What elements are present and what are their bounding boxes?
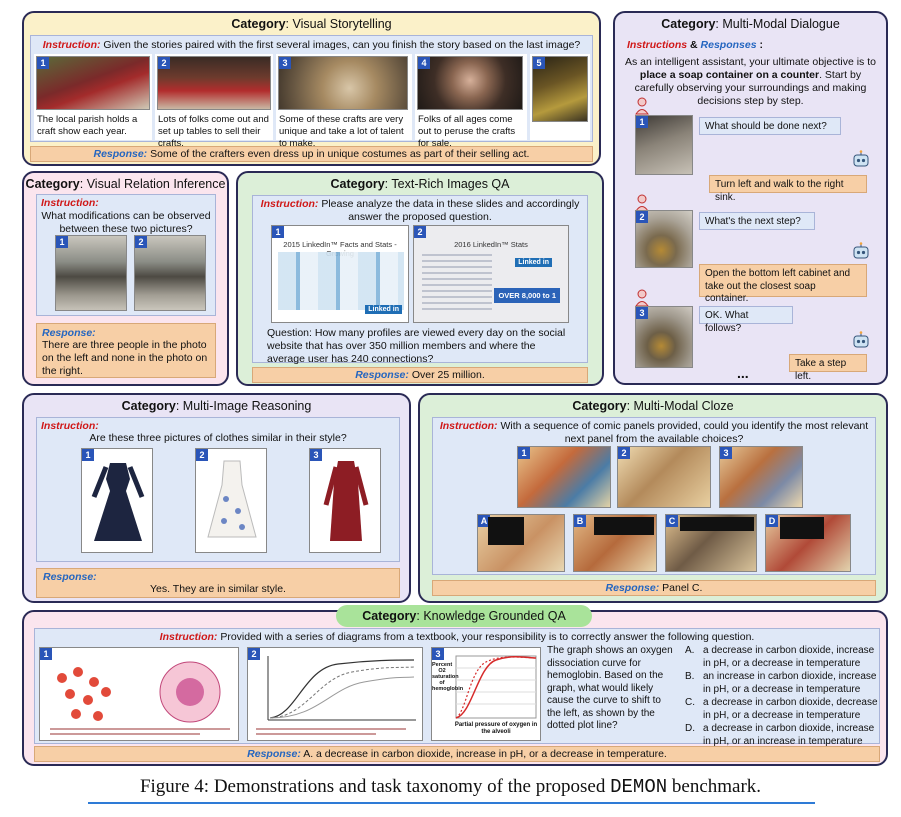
story-caption: Lots of folks come out and set up tables…: [158, 114, 269, 149]
dialogue-image: 2: [635, 210, 693, 268]
response-box: Response: Panel C.: [432, 580, 876, 596]
story-image: 4: [417, 56, 523, 110]
story-card: 3 Some of these crafts are very unique a…: [276, 54, 412, 149]
panel-multi-image-reasoning: Category: Multi-Image Reasoning Instruct…: [22, 393, 411, 603]
story-card: 5: [530, 54, 590, 140]
story-caption: Folks of all ages come out to peruse the…: [418, 114, 516, 149]
relation-image: 2: [134, 235, 206, 311]
panel-title: Category: Visual Storytelling: [231, 17, 392, 31]
story-card: 2 Lots of folks come out and set up tabl…: [155, 54, 273, 149]
clothes-image: 2: [195, 448, 267, 553]
instruction-box: Instruction: Given the stories paired wi…: [30, 35, 593, 149]
instruction-text: Are these three pictures of clothes simi…: [89, 432, 347, 444]
panel-title: Category: Multi-Modal Dialogue: [661, 17, 840, 31]
user-avatar-icon: [635, 289, 649, 307]
dialogue-image: 1: [635, 115, 693, 175]
panel-title: Category: Multi-Image Reasoning: [121, 399, 312, 413]
instruction-box: Instruction: Please analyze the data in …: [252, 195, 588, 366]
robot-icon: [851, 242, 871, 262]
story-card: 4 Folks of all ages come out to peruse t…: [415, 54, 527, 149]
choice-panel-c[interactable]: C: [665, 514, 757, 572]
story-image: 3: [278, 56, 408, 110]
response-box: Response: There are three people in the …: [36, 323, 216, 378]
story-card: 1 The local parish holds a craft show ea…: [34, 54, 152, 140]
dialogue-intro: As an intelligent assistant, your ultima…: [625, 56, 876, 108]
option-d[interactable]: D. a decrease in carbon dioxide, increas…: [685, 723, 875, 747]
slide-image: 1 2015 LinkedIn™ Facts and Stats - Growi…: [271, 225, 409, 323]
instruction-line: Instruction: With a sequence of comic pa…: [439, 420, 869, 446]
story-image: 1: [36, 56, 150, 110]
slide-image: 2 2016 LinkedIn™ Stats Linked in OVER 8,…: [413, 225, 569, 323]
instruction-label: Instruction:: [41, 197, 99, 209]
instruction-box: Instruction: What modifications can be o…: [36, 194, 216, 316]
panel-title: Category: Text-Rich Images QA: [330, 177, 510, 191]
choice-panel-b[interactable]: B: [573, 514, 657, 572]
response-box: Response: Yes. They are in similar style…: [36, 568, 400, 598]
panel-title: Category: Multi-Modal Cloze: [572, 399, 734, 413]
relation-image: 1: [55, 235, 127, 311]
instruction-line: Instruction: Provided with a series of d…: [159, 631, 755, 643]
user-message: What's the next step?: [699, 212, 815, 230]
question-text: Question: How many profiles are viewed e…: [267, 327, 566, 366]
panel-multi-modal-cloze: Category: Multi-Modal Cloze Instruction:…: [418, 393, 888, 603]
textbook-diagram: 1: [39, 647, 239, 741]
choice-panel-d[interactable]: D: [765, 514, 851, 572]
story-caption: The local parish holds a craft show each…: [37, 114, 138, 137]
robot-icon: [851, 331, 871, 351]
textbook-diagram: 2: [247, 647, 423, 741]
comic-panel: 2: [617, 446, 711, 508]
panel-title: Category: Knowledge Grounded QA: [336, 605, 592, 627]
user-avatar-icon: [635, 194, 649, 212]
user-message: What should be done next?: [699, 117, 841, 135]
response-box: Response: A. a decrease in carbon dioxid…: [34, 746, 880, 762]
user-message: OK. What follows?: [699, 306, 793, 334]
panel-multi-modal-dialogue: Category: Multi-Modal Dialogue Instructi…: [613, 11, 888, 385]
user-avatar-icon: [635, 97, 649, 115]
dissociation-graph: 3 Percent O2 saturation of hemoglobin Pa…: [431, 647, 541, 741]
instruction-line: Instruction: Please analyze the data in …: [260, 198, 580, 224]
ellipsis: ...: [737, 365, 749, 381]
assistant-message: Turn left and walk to the right sink.: [709, 175, 867, 203]
assistant-message: Take a step left.: [789, 354, 867, 382]
option-b[interactable]: B. an increase in carbon dioxide, increa…: [685, 671, 877, 695]
instruction-line: Instruction: Given the stories paired wi…: [42, 39, 581, 51]
dialogue-image: 3: [635, 306, 693, 368]
comic-panel: 3: [719, 446, 803, 508]
assistant-message: Open the bottom left cabinet and take ou…: [699, 264, 867, 304]
instruction-box: Instruction: Are these three pictures of…: [36, 417, 400, 562]
caption-underline: [88, 802, 815, 804]
clothes-image: 3: [309, 448, 381, 553]
answer-options: A. a decrease in carbon dioxide, increas…: [685, 645, 879, 748]
panel-knowledge-grounded-qa: Category: Knowledge Grounded QA Instruct…: [22, 605, 888, 766]
story-caption: Some of these crafts are very unique and…: [279, 114, 404, 149]
figure-caption: Figure 4: Demonstrations and task taxono…: [139, 776, 762, 798]
instruction-box: Instruction: With a sequence of comic pa…: [432, 417, 876, 575]
choice-panel-a[interactable]: A: [477, 514, 565, 572]
panel-visual-storytelling: Category: Visual Storytelling Instructio…: [22, 11, 601, 166]
robot-icon: [851, 150, 871, 170]
comic-panel: 1: [517, 446, 611, 508]
dialogue-header: Instructions & Responses :: [627, 39, 763, 51]
response-box: Response: Some of the crafters even dres…: [30, 146, 593, 162]
panel-title: Category: Visual Relation Inference: [25, 177, 226, 191]
option-a[interactable]: A. a decrease in carbon dioxide, increas…: [685, 645, 875, 669]
story-image: 2: [157, 56, 271, 110]
response-box: Response: Over 25 million.: [252, 367, 588, 383]
panel-visual-relation-inference: Category: Visual Relation Inference Inst…: [22, 171, 229, 386]
clothes-image: 1: [81, 448, 153, 553]
panel-text-rich-images-qa: Category: Text-Rich Images QA Instructio…: [236, 171, 604, 386]
story-image: 5: [532, 56, 588, 122]
instruction-text: What modifications can be observed betwe…: [41, 210, 211, 236]
option-c[interactable]: C. a decrease in carbon dioxide, decreas…: [685, 697, 878, 721]
instruction-box: Instruction: Provided with a series of d…: [34, 628, 880, 747]
question-text: The graph shows an oxygen dissociation c…: [547, 645, 673, 731]
